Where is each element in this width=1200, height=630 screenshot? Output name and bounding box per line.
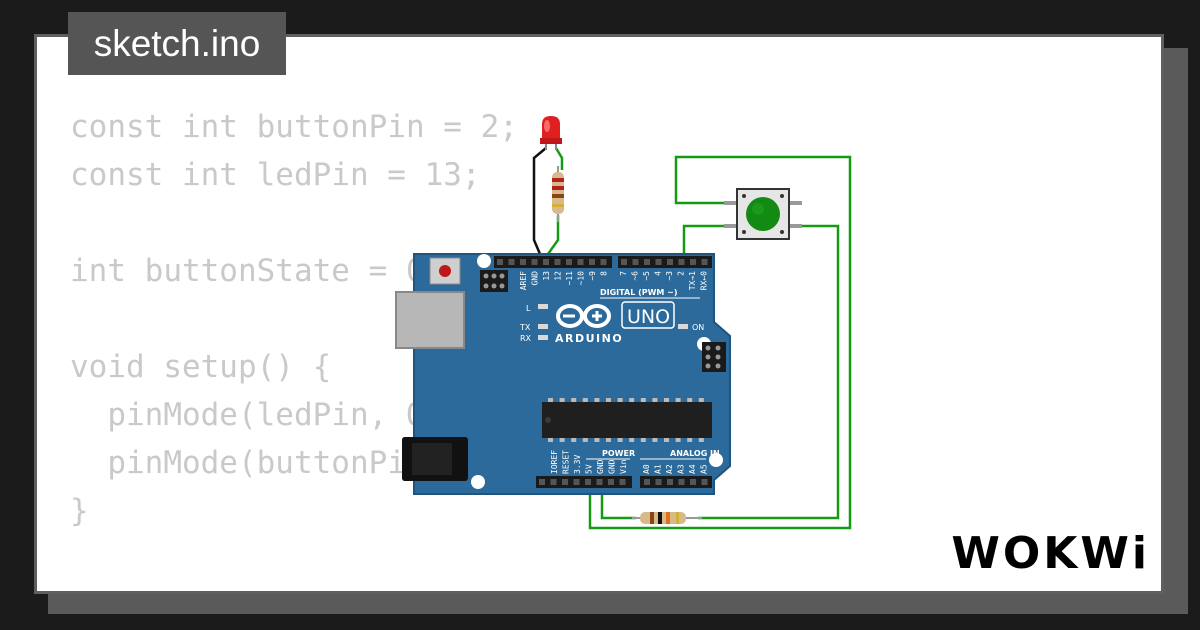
pin-label: 7 xyxy=(619,271,628,276)
power-label: POWER xyxy=(602,449,635,458)
arduino-logo-icon xyxy=(556,304,611,328)
arduino-wordmark: ARDUINO xyxy=(555,332,623,345)
pin-label: ~10 xyxy=(577,271,586,286)
board-model: UNO xyxy=(627,306,670,328)
pin-label: GND xyxy=(531,271,540,286)
pin-label: A1 xyxy=(654,464,663,474)
pin-label: A5 xyxy=(700,464,709,474)
wire-button-top xyxy=(588,155,852,530)
file-tab[interactable]: sketch.ino xyxy=(68,12,286,75)
wire-button-pin2 xyxy=(682,224,726,256)
pin-label: ~11 xyxy=(565,271,574,286)
pin-label: 3.3V xyxy=(573,455,582,474)
digital-label: DIGITAL (PWM ~) xyxy=(600,288,678,297)
led-l-label: L xyxy=(526,304,531,313)
code-line: const int buttonPin = 2; xyxy=(70,109,518,145)
pushbutton[interactable] xyxy=(724,188,802,240)
pin-label: ~5 xyxy=(642,271,651,281)
analog-label: ANALOG IN xyxy=(670,449,720,458)
pin-label: ~6 xyxy=(631,271,640,281)
code-line: } xyxy=(70,493,89,529)
led-on-label: ON xyxy=(692,323,704,332)
pin-label: GND xyxy=(596,459,605,474)
wire-pulldown-gnd xyxy=(600,484,636,520)
pin-label: 5V xyxy=(585,464,594,474)
file-tab-label: sketch.ino xyxy=(93,23,261,64)
pin-label: ~9 xyxy=(588,271,597,281)
pin-label: 12 xyxy=(554,271,563,281)
pin-label: ~3 xyxy=(665,271,674,281)
code-line: void setup() { xyxy=(70,349,332,385)
wokwi-logo: WOKWi xyxy=(951,528,1150,579)
code-preview: const int buttonPin = 2; const int ledPin… xyxy=(70,103,593,591)
pulldown-resistor[interactable] xyxy=(632,512,702,524)
pin-label: IOREF xyxy=(550,450,559,474)
red-led[interactable] xyxy=(540,116,562,150)
led-resistor[interactable] xyxy=(552,166,564,222)
pin-label: Vin xyxy=(619,459,628,474)
pin-label: RESET xyxy=(562,450,571,474)
button-cap xyxy=(746,197,780,231)
pin-label: TX→1 xyxy=(688,271,697,290)
pin-label: 2 xyxy=(677,271,686,276)
pin-label: 13 xyxy=(542,271,551,281)
pin-label: A0 xyxy=(642,464,651,474)
led-rx-label: RX xyxy=(520,334,532,343)
led-tx-label: TX xyxy=(519,323,531,332)
pin-label: GND xyxy=(608,459,617,474)
wire-button-pulldown xyxy=(698,224,840,520)
pin-label: A2 xyxy=(665,464,674,474)
wire-resistor-pin13 xyxy=(546,215,560,255)
pin-label: A3 xyxy=(677,464,686,474)
wire-led-resistor xyxy=(554,147,564,170)
microcontroller-chip xyxy=(542,398,712,442)
wires xyxy=(532,147,852,530)
pin-label: 4 xyxy=(654,271,663,276)
pin-label: AREF xyxy=(519,271,528,290)
code-line: void loop() { xyxy=(70,583,593,591)
pin-label: 8 xyxy=(600,271,609,276)
pin-label: A4 xyxy=(688,464,697,474)
code-line: const int ledPin = 13; xyxy=(70,157,481,193)
pin-label: RX←0 xyxy=(700,271,709,290)
wokwi-logo-text: WOKWi xyxy=(951,528,1150,579)
wire-led-gnd xyxy=(532,147,547,255)
